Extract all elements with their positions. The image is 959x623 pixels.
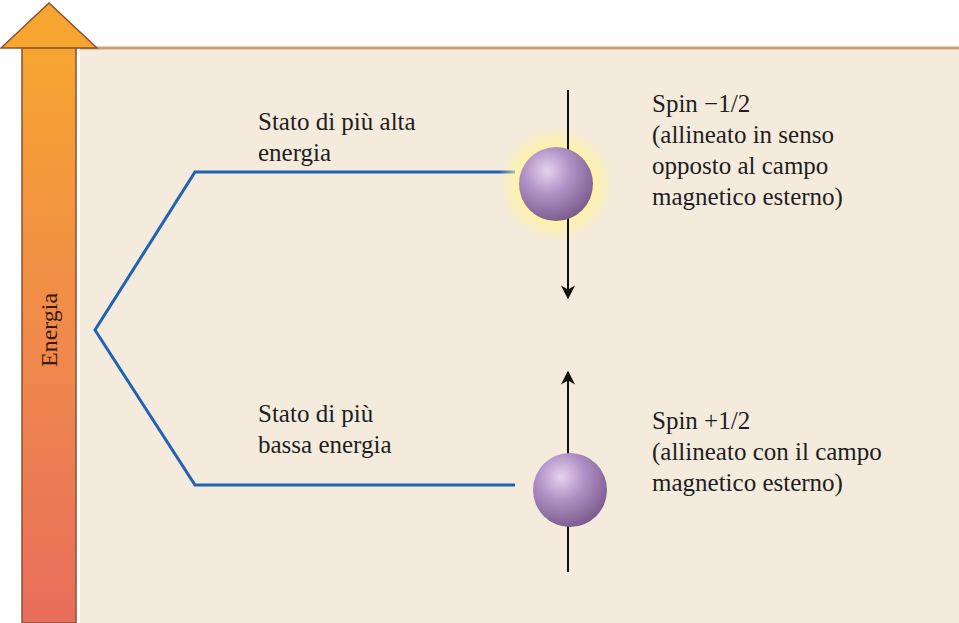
excitation-glow bbox=[498, 126, 614, 242]
energy-arrowhead bbox=[1, 3, 97, 48]
axis-label: Energia bbox=[34, 293, 65, 367]
state-label: Stato di più bassa energia bbox=[258, 398, 428, 460]
panel-border bbox=[80, 47, 959, 50]
spin-note: (allineato con il campo magnetico estern… bbox=[652, 436, 890, 498]
spin-label: Spin +1/2 bbox=[652, 405, 932, 436]
energy-axis bbox=[22, 46, 76, 623]
spin-note: (allineato in senso opposto al campo mag… bbox=[652, 119, 890, 212]
panel-ground bbox=[80, 48, 959, 623]
spin-label: Spin −1/2 bbox=[652, 88, 932, 119]
energy-levels bbox=[95, 172, 515, 485]
state-label: Stato di più alta energia bbox=[258, 106, 428, 168]
nucleus bbox=[533, 453, 607, 527]
nucleus bbox=[519, 147, 593, 221]
